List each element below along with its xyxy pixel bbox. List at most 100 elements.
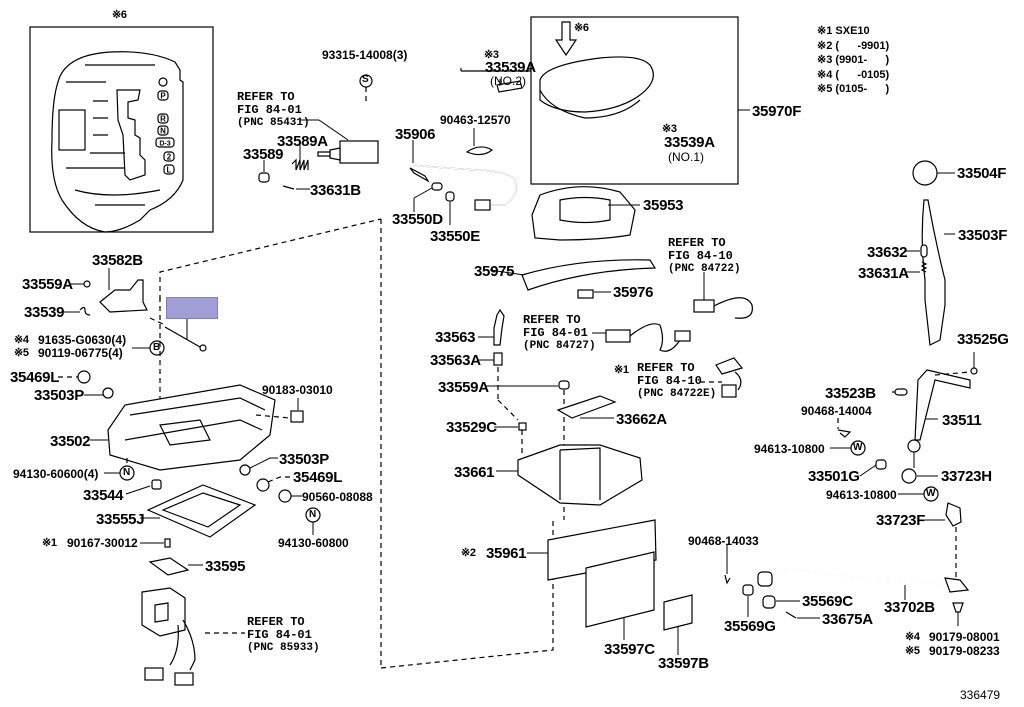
part-94130-60800[interactable]: 94130-60800 <box>278 536 349 550</box>
part-33503P-bottom[interactable]: 33503P <box>279 451 329 468</box>
refer-pnc-84722[interactable]: REFER TO FIG 84-10 (PNC 84722) <box>668 236 741 276</box>
part-90119-06775[interactable]: 90119-06775(4) <box>38 346 123 360</box>
part-33559A-left[interactable]: 33559A <box>22 276 73 293</box>
part-33597C[interactable]: 33597C <box>604 641 655 658</box>
highlighted-part-box[interactable] <box>166 297 218 319</box>
part-94613-10800-b[interactable]: 94613-10800 <box>826 488 897 502</box>
part-33555J[interactable]: 33555J <box>96 511 145 528</box>
refer-pnc-85933[interactable]: REFER TO FIG 84-01 (PNC 85933) <box>247 615 320 655</box>
housing-33661 <box>517 444 643 506</box>
part-33675A[interactable]: 33675A <box>822 611 873 628</box>
part-93315-14008[interactable]: 93315-14008(3) <box>322 48 408 62</box>
part-35976[interactable]: 35976 <box>613 284 654 301</box>
part-33511[interactable]: 33511 <box>942 412 982 429</box>
part-33504F[interactable]: 33504F <box>957 165 1007 182</box>
part-90179-08001[interactable]: 90179-08001 <box>929 630 1000 644</box>
arrow-label: ※6 <box>574 22 589 34</box>
part-90179-08233[interactable]: 90179-08233 <box>929 644 1000 658</box>
view-arrow-icon <box>554 21 578 57</box>
shift-position-markers: P R N D-3 2 L <box>155 77 175 175</box>
part-90463-12570[interactable]: 90463-12570 <box>440 113 511 127</box>
solenoid <box>339 140 379 164</box>
part-33595[interactable]: 33595 <box>205 558 246 575</box>
part-33589A[interactable]: 33589A <box>277 133 328 150</box>
part-90468-14033[interactable]: 90468-14033 <box>688 534 759 548</box>
part-33723H[interactable]: 33723H <box>941 468 992 485</box>
part-35469L-top[interactable]: 35469L <box>10 369 60 386</box>
part-33503P-top[interactable]: 33503P <box>34 387 84 404</box>
part-35975[interactable]: 35975 <box>474 263 515 280</box>
legend-item: ※3 (9901- ) <box>817 54 890 66</box>
part-35961[interactable]: 35961 <box>486 545 527 562</box>
note-mark: ※3 <box>662 123 677 135</box>
bracket-33582B <box>99 279 148 313</box>
part-33563[interactable]: 33563 <box>435 329 476 346</box>
part-33544[interactable]: 33544 <box>83 487 124 504</box>
note-mark: ※4 <box>14 334 29 346</box>
part-33723F[interactable]: 33723F <box>876 512 926 529</box>
part-35906[interactable]: 35906 <box>395 126 436 143</box>
part-33529C[interactable]: 33529C <box>446 419 497 436</box>
label-33597B <box>663 594 693 631</box>
refer-pnc-84722E[interactable]: REFER TO FIG 84-10 (PNC 84722E) <box>637 361 717 401</box>
part-90468-14004[interactable]: 90468-14004 <box>801 404 872 418</box>
frame-33555J <box>146 484 257 538</box>
part-35953[interactable]: 35953 <box>643 197 684 214</box>
symbol-N: N <box>123 467 131 478</box>
part-33525G[interactable]: 33525G <box>957 331 1009 348</box>
assembly-box-35970F <box>530 16 739 185</box>
refer-pnc-85431[interactable]: REFER TO FIG 84-01 (PNC 85431) <box>237 90 310 130</box>
knob-33504F <box>912 160 938 186</box>
block-33539A-no2 <box>496 80 523 93</box>
part-33631A[interactable]: 33631A <box>858 265 909 282</box>
part-33702B[interactable]: 33702B <box>884 599 935 616</box>
part-33539A-no1[interactable]: 33539A <box>664 134 715 151</box>
part-33539[interactable]: 33539 <box>24 304 65 321</box>
legend-item: ※4 ( -0105) <box>817 68 890 81</box>
part-33661[interactable]: 33661 <box>454 464 495 481</box>
part-33559A-mid[interactable]: 33559A <box>438 379 489 396</box>
part-94613-10800-a[interactable]: 94613-10800 <box>754 442 825 456</box>
shift-pos-D3: D-3 <box>159 141 170 148</box>
label-33597C <box>585 551 655 628</box>
part-33502[interactable]: 33502 <box>50 433 91 450</box>
shift-pos-N: N <box>160 127 166 136</box>
plate-33662A <box>556 395 617 419</box>
shift-pos-L: L <box>167 166 172 175</box>
part-91635-G0630[interactable]: 91635-G0630(4) <box>38 333 127 347</box>
part-35469L-bottom[interactable]: 35469L <box>293 469 343 486</box>
part-90167-30012[interactable]: 90167-30012 <box>67 536 138 550</box>
figure-number: 336479 <box>960 688 1001 702</box>
part-33523B[interactable]: 33523B <box>825 385 876 402</box>
part-33563A[interactable]: 33563A <box>430 352 481 369</box>
part-33631B[interactable]: 33631B <box>310 182 361 199</box>
part-33550E[interactable]: 33550E <box>430 228 480 245</box>
part-33632[interactable]: 33632 <box>867 244 908 261</box>
lever-33511 <box>914 369 971 441</box>
part-33582B[interactable]: 33582B <box>92 252 143 269</box>
symbol-B: B <box>153 342 161 353</box>
shift-pos-P: P <box>160 92 166 101</box>
part-33503F[interactable]: 33503F <box>958 227 1008 244</box>
part-35569C[interactable]: 35569C <box>802 593 853 610</box>
part-33539A-no2[interactable]: 33539A <box>485 59 536 76</box>
part-33501G[interactable]: 33501G <box>808 468 860 485</box>
part-33589[interactable]: 33589 <box>243 146 284 163</box>
note-mark: ※1 <box>42 537 57 549</box>
part-35970F[interactable]: 35970F <box>752 103 802 120</box>
part-90183-03010[interactable]: 90183-03010 <box>262 383 333 397</box>
applicability-legend: ※1 SXE10 ※2 ( -9901) ※3 (9901- ) ※4 ( -0… <box>817 24 889 97</box>
legend-item: ※5 (0105- ) <box>817 83 890 95</box>
part-33597B[interactable]: 33597B <box>658 655 709 672</box>
inset-label: ※6 <box>112 9 127 21</box>
switch-85933 <box>141 587 186 637</box>
part-35569G[interactable]: 35569G <box>724 618 776 635</box>
refer-pnc-84727[interactable]: REFER TO FIG 84-01 (PNC 84727) <box>523 313 596 353</box>
symbol-W: W <box>853 442 863 453</box>
part-94130-60600[interactable]: 94130-60600(4) <box>13 467 99 481</box>
part-33539A-no2-sub: (NO.2) <box>490 74 526 88</box>
shift-pos-2: 2 <box>167 153 172 162</box>
part-33550D[interactable]: 33550D <box>392 211 443 228</box>
part-90560-08088[interactable]: 90560-08088 <box>302 490 373 504</box>
part-33662A[interactable]: 33662A <box>616 411 667 428</box>
